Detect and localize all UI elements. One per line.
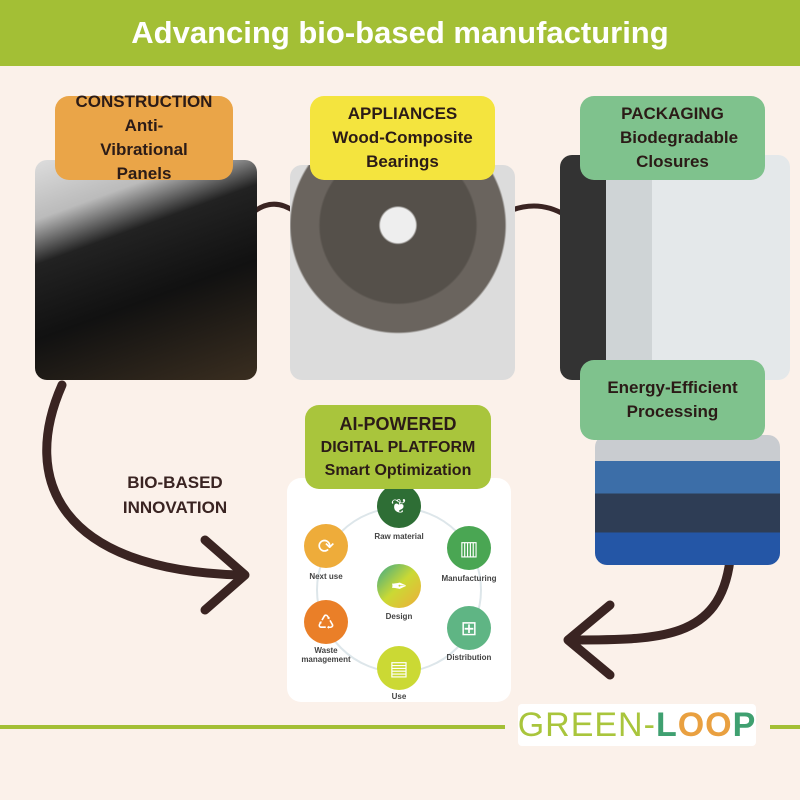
card-category: APPLIANCES <box>347 104 458 123</box>
logo-text-l: L <box>655 705 678 744</box>
construction-photo <box>35 160 257 380</box>
page-title: Advancing bio-based manufacturing <box>131 15 669 50</box>
cycle-label: Manufacturing <box>441 574 497 583</box>
bin-icon: ♺ <box>304 600 348 644</box>
lifecycle-diagram: ❦ Raw material ▥ Manufacturing ⊞ Distrib… <box>287 478 511 702</box>
pen-tool-icon: ✒ <box>377 564 421 608</box>
arrow-right <box>565 555 735 645</box>
arrow-left-head <box>200 535 250 615</box>
recycle-icon: ⟳ <box>304 524 348 568</box>
arrow-right-head <box>563 600 615 680</box>
card-product: Energy-Efficient Processing <box>607 378 738 421</box>
card-packaging: PACKAGING Biodegradable Closures <box>580 96 765 180</box>
cycle-label: Design <box>385 612 413 621</box>
header-banner: Advancing bio-based manufacturing <box>0 0 800 66</box>
card-appliances: APPLIANCES Wood-Composite Bearings <box>310 96 495 180</box>
leaf-icon: ❦ <box>377 484 421 528</box>
card-construction: CONSTRUCTION Anti-Vibrational Panels <box>55 92 233 183</box>
arrow-left <box>42 380 245 580</box>
processing-photo <box>595 435 780 565</box>
platform-line2: DIGITAL PLATFORM <box>320 438 476 456</box>
factory-icon: ▥ <box>447 526 491 570</box>
packaging-photo <box>560 155 790 380</box>
cycle-label: Next use <box>309 572 343 581</box>
cycle-label: Raw material <box>374 532 424 541</box>
appliances-photo <box>290 165 515 380</box>
side-text-line2: INNOVATION <box>122 498 228 517</box>
card-ai-platform: AI-POWERED DIGITAL PLATFORM Smart Optimi… <box>305 405 491 489</box>
monitor-chart-icon: ▤ <box>377 646 421 690</box>
logo-text-green: GREEN- <box>517 705 656 744</box>
card-product: Anti-Vibrational Panels <box>100 116 188 183</box>
connector-2 <box>511 203 567 218</box>
bio-based-innovation-text: BIO-BASED INNOVATION <box>100 470 250 520</box>
distribution-icon: ⊞ <box>447 606 491 650</box>
side-text-line1: BIO-BASED <box>127 473 223 492</box>
logo-infinity: OO <box>677 705 733 744</box>
cycle-label: Use <box>391 692 407 701</box>
cycle-label: Distribution <box>446 653 492 662</box>
platform-line3: Smart Optimization <box>324 461 472 479</box>
platform-line1: AI-POWERED <box>339 413 457 434</box>
card-energy-processing: Energy-Efficient Processing <box>580 360 765 440</box>
card-product: Biodegradable Closures <box>620 128 739 171</box>
cycle-label: Waste management <box>301 646 351 664</box>
logo-text-p: P <box>732 705 757 744</box>
card-product: Wood-Composite Bearings <box>332 128 473 171</box>
card-category: CONSTRUCTION <box>75 92 213 111</box>
card-category: PACKAGING <box>621 104 724 123</box>
